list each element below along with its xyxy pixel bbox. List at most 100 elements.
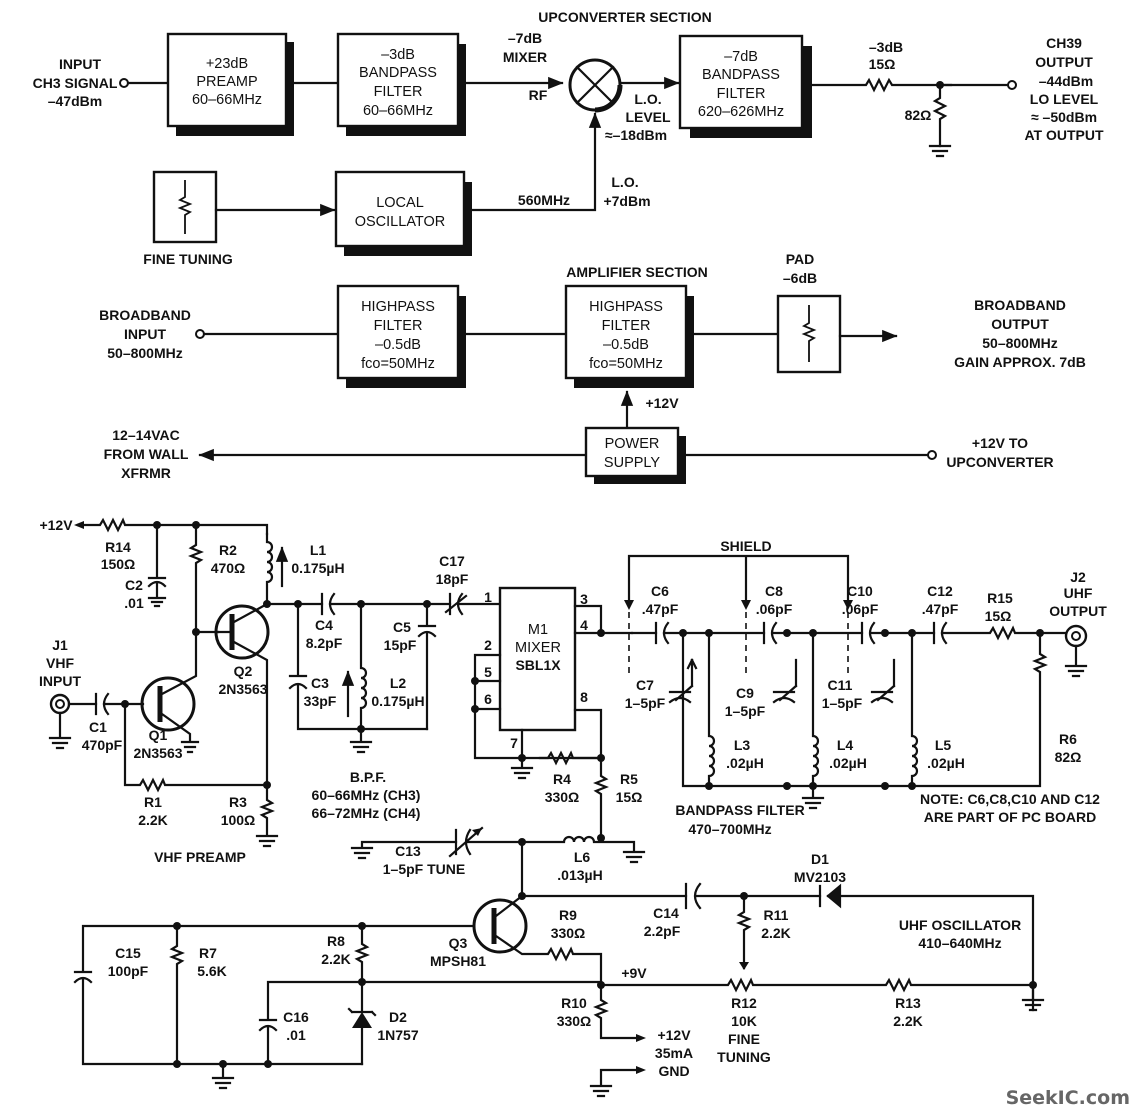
svg-text:BROADBAND: BROADBAND (974, 297, 1066, 313)
svg-text:L.O.: L.O. (634, 91, 661, 107)
r1-resistor (123, 702, 269, 793)
resistor-15-ohm (810, 77, 953, 93)
pin-1: 1 (484, 589, 492, 605)
svg-text:60–66MHz (CH3): 60–66MHz (CH3) (312, 787, 421, 803)
q3-transistor (472, 894, 603, 987)
c14-capacitor (684, 882, 702, 910)
svg-text:60–66MHz: 60–66MHz (192, 92, 262, 108)
c3-capacitor (288, 602, 429, 731)
svg-text:50–800MHz: 50–800MHz (107, 345, 183, 361)
bandpass-filter-label: BANDPASS FILTER (675, 802, 804, 818)
input-terminal (119, 78, 129, 88)
svg-text:18pF: 18pF (436, 571, 469, 587)
svg-text:FILTER: FILTER (374, 318, 423, 334)
l5-label: L5 (935, 737, 952, 753)
svg-text:GAIN APPROX. 7dB: GAIN APPROX. 7dB (954, 354, 1086, 370)
svg-text:1–5pF: 1–5pF (625, 695, 666, 711)
svg-text:60–66MHz: 60–66MHz (363, 103, 433, 119)
r14-resistor (76, 517, 269, 536)
svg-text:MIXER: MIXER (503, 49, 547, 65)
svg-text:FROM WALL: FROM WALL (104, 446, 189, 462)
note-text: NOTE: C6,C8,C10 AND C12 (920, 791, 1100, 807)
mixer-label: –7dB MIXER (503, 30, 547, 65)
c10-label: C10 (847, 583, 873, 599)
svg-text:470pF: 470pF (82, 737, 123, 753)
svg-text:.47pF: .47pF (922, 601, 959, 617)
lo-freq-label: 560MHz (518, 192, 570, 208)
r5-resistor (593, 756, 609, 840)
svg-text:330Ω: 330Ω (545, 789, 580, 805)
svg-text:MIXER: MIXER (515, 640, 561, 656)
svg-text:CH3 SIGNAL: CH3 SIGNAL (33, 75, 118, 91)
r6-label: R6 (1059, 731, 1077, 747)
svg-text:.06pF: .06pF (842, 601, 879, 617)
q2-label: Q2 (234, 663, 253, 679)
svg-text:.013µH: .013µH (557, 867, 602, 883)
l5-inductor (910, 631, 919, 788)
svg-text:330Ω: 330Ω (551, 925, 586, 941)
supply-12v-label: +12V (39, 517, 73, 533)
c4-label: C4 (315, 617, 333, 633)
svg-text:MPSH81: MPSH81 (430, 953, 486, 969)
d1-label: D1 (811, 851, 829, 867)
r6-resistor (681, 631, 1048, 788)
c12-label: C12 (927, 583, 953, 599)
local-oscillator-block: LOCAL OSCILLATOR (334, 170, 472, 256)
m1-mixer-sbl1x: M1 MIXER SBL1X 1 2 5 6 7 8 3 4 R4 330Ω R… (471, 586, 642, 840)
l6-label: L6 (574, 849, 591, 865)
svg-text:≈–18dBm: ≈–18dBm (605, 127, 667, 143)
svg-text:OSCILLATOR: OSCILLATOR (355, 214, 446, 230)
svg-text:100Ω: 100Ω (221, 812, 256, 828)
svg-text:fco=50MHz: fco=50MHz (361, 356, 435, 372)
j1-label: J1 (52, 637, 68, 653)
svg-text:–7dB: –7dB (724, 49, 758, 65)
r3-resistor (255, 783, 279, 848)
c11-trim-capacitor (870, 658, 896, 704)
vhf-preamp-label: VHF PREAMP (154, 849, 246, 865)
vhf-preamp-circuit: +12V R14 150Ω C2 .01 R2 470Ω L1 0.175µH … (39, 517, 345, 865)
bandpass-filter-620-626-block: –7dB BANDPASS FILTER 620–626MHz (678, 34, 812, 138)
c7-label: C7 (636, 677, 654, 693)
svg-text:8.2pF: 8.2pF (306, 635, 343, 651)
r10-resistor (593, 983, 640, 1040)
r2-resistor (188, 523, 220, 634)
lo-level-label: L.O. LEVEL ≈–18dBm (605, 91, 671, 143)
svg-text:BANDPASS: BANDPASS (702, 67, 780, 83)
r14-label: R14 (105, 539, 131, 555)
svg-text:15pF: 15pF (384, 637, 417, 653)
svg-text:–0.5dB: –0.5dB (375, 337, 421, 353)
r11-resistor (736, 894, 752, 970)
svg-text:LOCAL: LOCAL (376, 195, 424, 211)
input-label: INPUT CH3 SIGNAL –47dBm (33, 56, 118, 109)
fine-tuning-label: FINE TUNING (143, 251, 233, 267)
svg-text:XFRMR: XFRMR (121, 465, 171, 481)
broadband-input-label: BROADBAND INPUT 50–800MHz (99, 307, 191, 361)
j2-uhf-output-connector (1064, 624, 1088, 678)
svg-text:50–800MHz: 50–800MHz (982, 335, 1058, 351)
svg-text:fco=50MHz: fco=50MHz (589, 356, 663, 372)
svg-text:100pF: 100pF (108, 963, 149, 979)
c9-trim-capacitor (772, 658, 798, 704)
r8-resistor (354, 924, 370, 984)
c11-label: C11 (828, 677, 853, 693)
svg-text:+7dBm: +7dBm (603, 193, 650, 209)
resistor-82-ohm (932, 83, 948, 148)
svg-text:≈ –50dBm: ≈ –50dBm (1031, 109, 1097, 125)
svg-text:ARE PART OF PC BOARD: ARE PART OF PC BOARD (924, 809, 1096, 825)
svg-text:410–640MHz: 410–640MHz (918, 935, 1001, 951)
uhf-tank: C13 1–5pF TUNE L6 .013µH (350, 826, 646, 900)
pin-5: 5 (484, 664, 492, 680)
pad-3db-label: –3dB (869, 39, 903, 55)
c9-label: C9 (736, 685, 754, 701)
l1-inductor (265, 532, 274, 606)
c5-label: C5 (393, 619, 411, 635)
r13-label: R13 (895, 995, 921, 1011)
svg-text:330Ω: 330Ω (557, 1013, 592, 1029)
r3-label: R3 (229, 794, 247, 810)
c6-label: C6 (651, 583, 669, 599)
svg-text:OUTPUT: OUTPUT (991, 316, 1049, 332)
svg-text:+23dB: +23dB (206, 56, 248, 72)
svg-text:SBL1X: SBL1X (515, 657, 561, 673)
upconverter-section: UPCONVERTER SECTION INPUT CH3 SIGNAL –47… (33, 9, 1104, 267)
svg-text:–44dBm: –44dBm (1039, 73, 1093, 89)
